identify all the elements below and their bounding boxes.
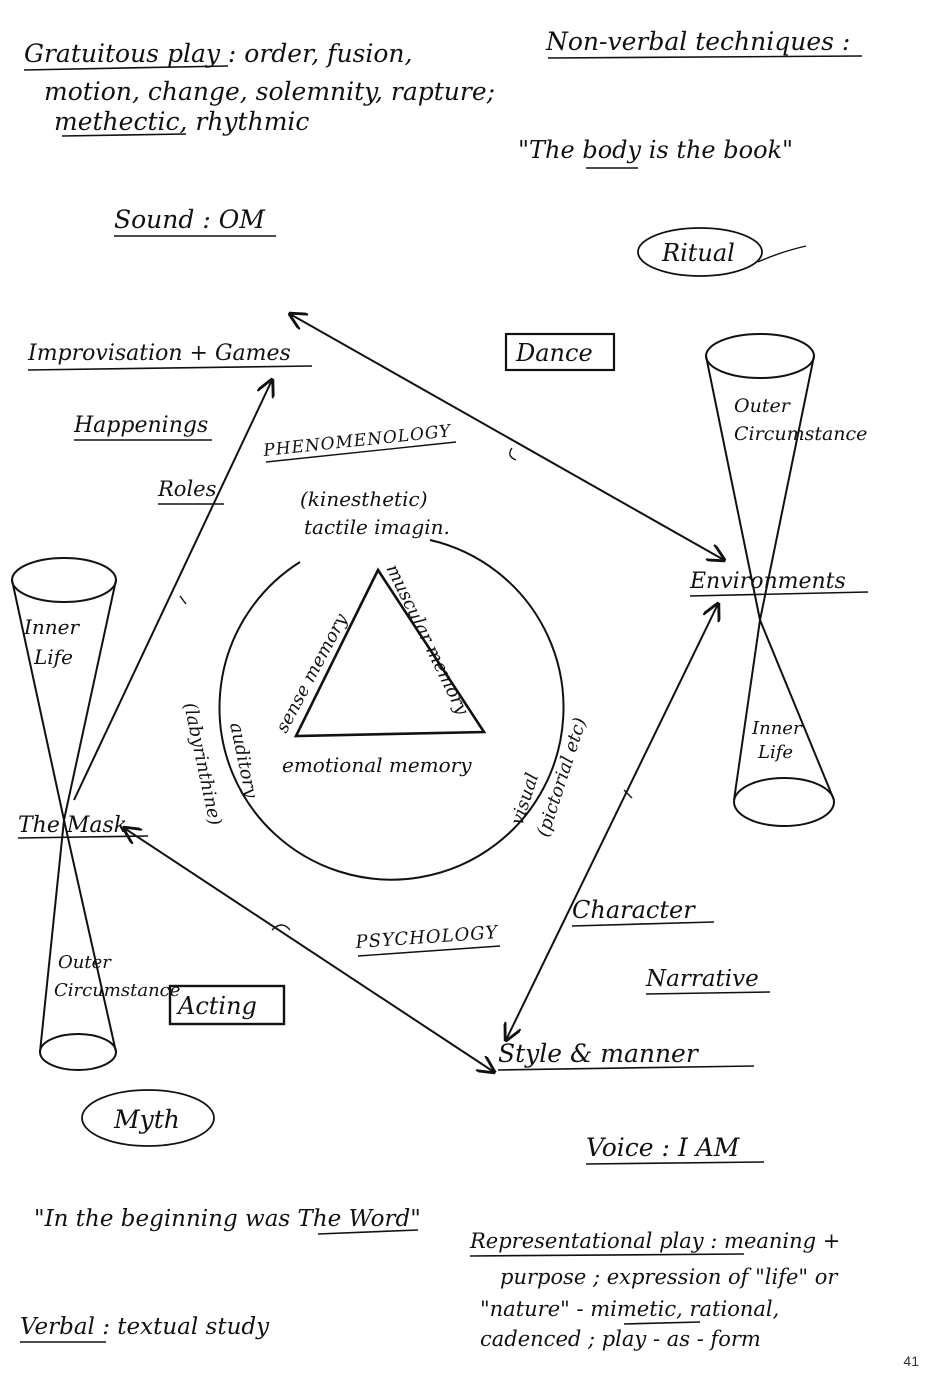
body-quote: "The body is the book" — [518, 136, 793, 164]
representational-line3: "nature" - mimetic, rational, — [480, 1297, 779, 1321]
gratuitous-play-line2: motion, change, solemnity, rapture; — [44, 77, 495, 106]
representational-underline — [469, 1253, 745, 1257]
improvisation-games-label: Improvisation + Games — [27, 341, 291, 366]
arrow-mask-improvisation — [73, 380, 272, 801]
verbal-note: Verbal : textual study — [20, 1314, 270, 1340]
improvisation-underline — [27, 365, 313, 371]
the-mask-label: The Mask — [18, 813, 127, 838]
myth-oval — [81, 1089, 215, 1147]
methectic-underline — [61, 133, 187, 137]
acting-box — [168, 984, 286, 1026]
arrow-style-environments — [506, 604, 718, 1040]
left-top-cone-line1: Inner — [23, 615, 80, 639]
phenomenology-underline — [265, 441, 457, 463]
narrative-underline — [645, 991, 771, 995]
center-circle — [218, 539, 565, 881]
voice-i-am: Voice : I AM — [586, 1133, 741, 1162]
sound-om: Sound : OM — [114, 205, 266, 234]
dance-label: Dance — [515, 339, 593, 367]
character-underline — [571, 921, 715, 927]
right-bottom-cone-rim — [733, 777, 835, 827]
right-bottom-cone-line1: Inner — [751, 718, 803, 739]
right-top-cone-line1: Outer — [734, 395, 792, 417]
triangle-muscular-memory: muscular memory — [382, 561, 473, 719]
representational-line4: cadenced ; play - as - form — [480, 1327, 761, 1351]
nonverbal-title: Non-verbal techniques : — [545, 27, 850, 56]
page-number: 41 — [903, 1353, 919, 1369]
mask-underline — [17, 835, 149, 839]
myth-label: Myth — [113, 1105, 180, 1134]
psychology-label: PSYCHOLOGY — [354, 922, 500, 953]
memory-triangle — [293, 567, 487, 738]
left-top-cone-line2: Life — [33, 645, 73, 669]
left-bottom-cone-line1: Outer — [58, 952, 112, 973]
right-top-cone-rim — [705, 333, 815, 379]
left-bottom-cone-rim — [39, 1033, 117, 1071]
ritual-label: Ritual — [661, 239, 735, 267]
circle-top-line2: tactile imagin. — [304, 515, 450, 539]
phenomenology-label: PHENOMENOLOGY — [261, 421, 453, 461]
psychology-underline — [357, 945, 501, 957]
dance-box — [504, 332, 616, 372]
representational-line1: Representational play : meaning + — [469, 1229, 840, 1253]
roles-label: Roles — [157, 477, 217, 501]
mimetic-underline — [623, 1321, 701, 1325]
circle-left-line1: auditory — [225, 721, 262, 801]
left-bottom-cone-line2: Circumstance — [54, 980, 180, 1001]
acting-label: Acting — [176, 992, 257, 1020]
gratuitous-underline — [23, 65, 229, 71]
nonverbal-underline — [547, 55, 863, 59]
circle-top-line1: (kinesthetic) — [300, 487, 428, 511]
ritual-oval — [637, 227, 763, 277]
happenings-label: Happenings — [73, 413, 208, 438]
narrative-label: Narrative — [645, 966, 759, 992]
representational-line2: purpose ; expression of "life" or — [500, 1265, 839, 1289]
left-top-cone-rim — [11, 557, 117, 603]
word-underline — [317, 1229, 419, 1235]
right-bottom-cone-line2: Life — [757, 742, 793, 763]
character-label: Character — [572, 896, 696, 924]
style-underline — [497, 1065, 755, 1071]
right-top-cone-line2: Circumstance — [734, 423, 867, 445]
circle-left-line2: (labyrinthine) — [179, 701, 226, 828]
gratuitous-play-line3: methectic, rhythmic — [54, 107, 309, 136]
beginning-quote: "In the beginning was The Word" — [34, 1206, 421, 1232]
triangle-sense-memory: sense memory — [272, 610, 353, 737]
gratuitous-play-line1: Gratuitous play : order, fusion, — [24, 39, 412, 68]
arrow-mask-style — [124, 828, 494, 1072]
ritual-tail — [757, 245, 807, 263]
environments-underline — [689, 591, 869, 597]
voice-underline — [585, 1161, 765, 1165]
arrow-improvisation-environments — [290, 314, 724, 560]
style-manner-label: Style & manner — [498, 1039, 700, 1068]
triangle-emotional-memory: emotional memory — [282, 753, 472, 777]
